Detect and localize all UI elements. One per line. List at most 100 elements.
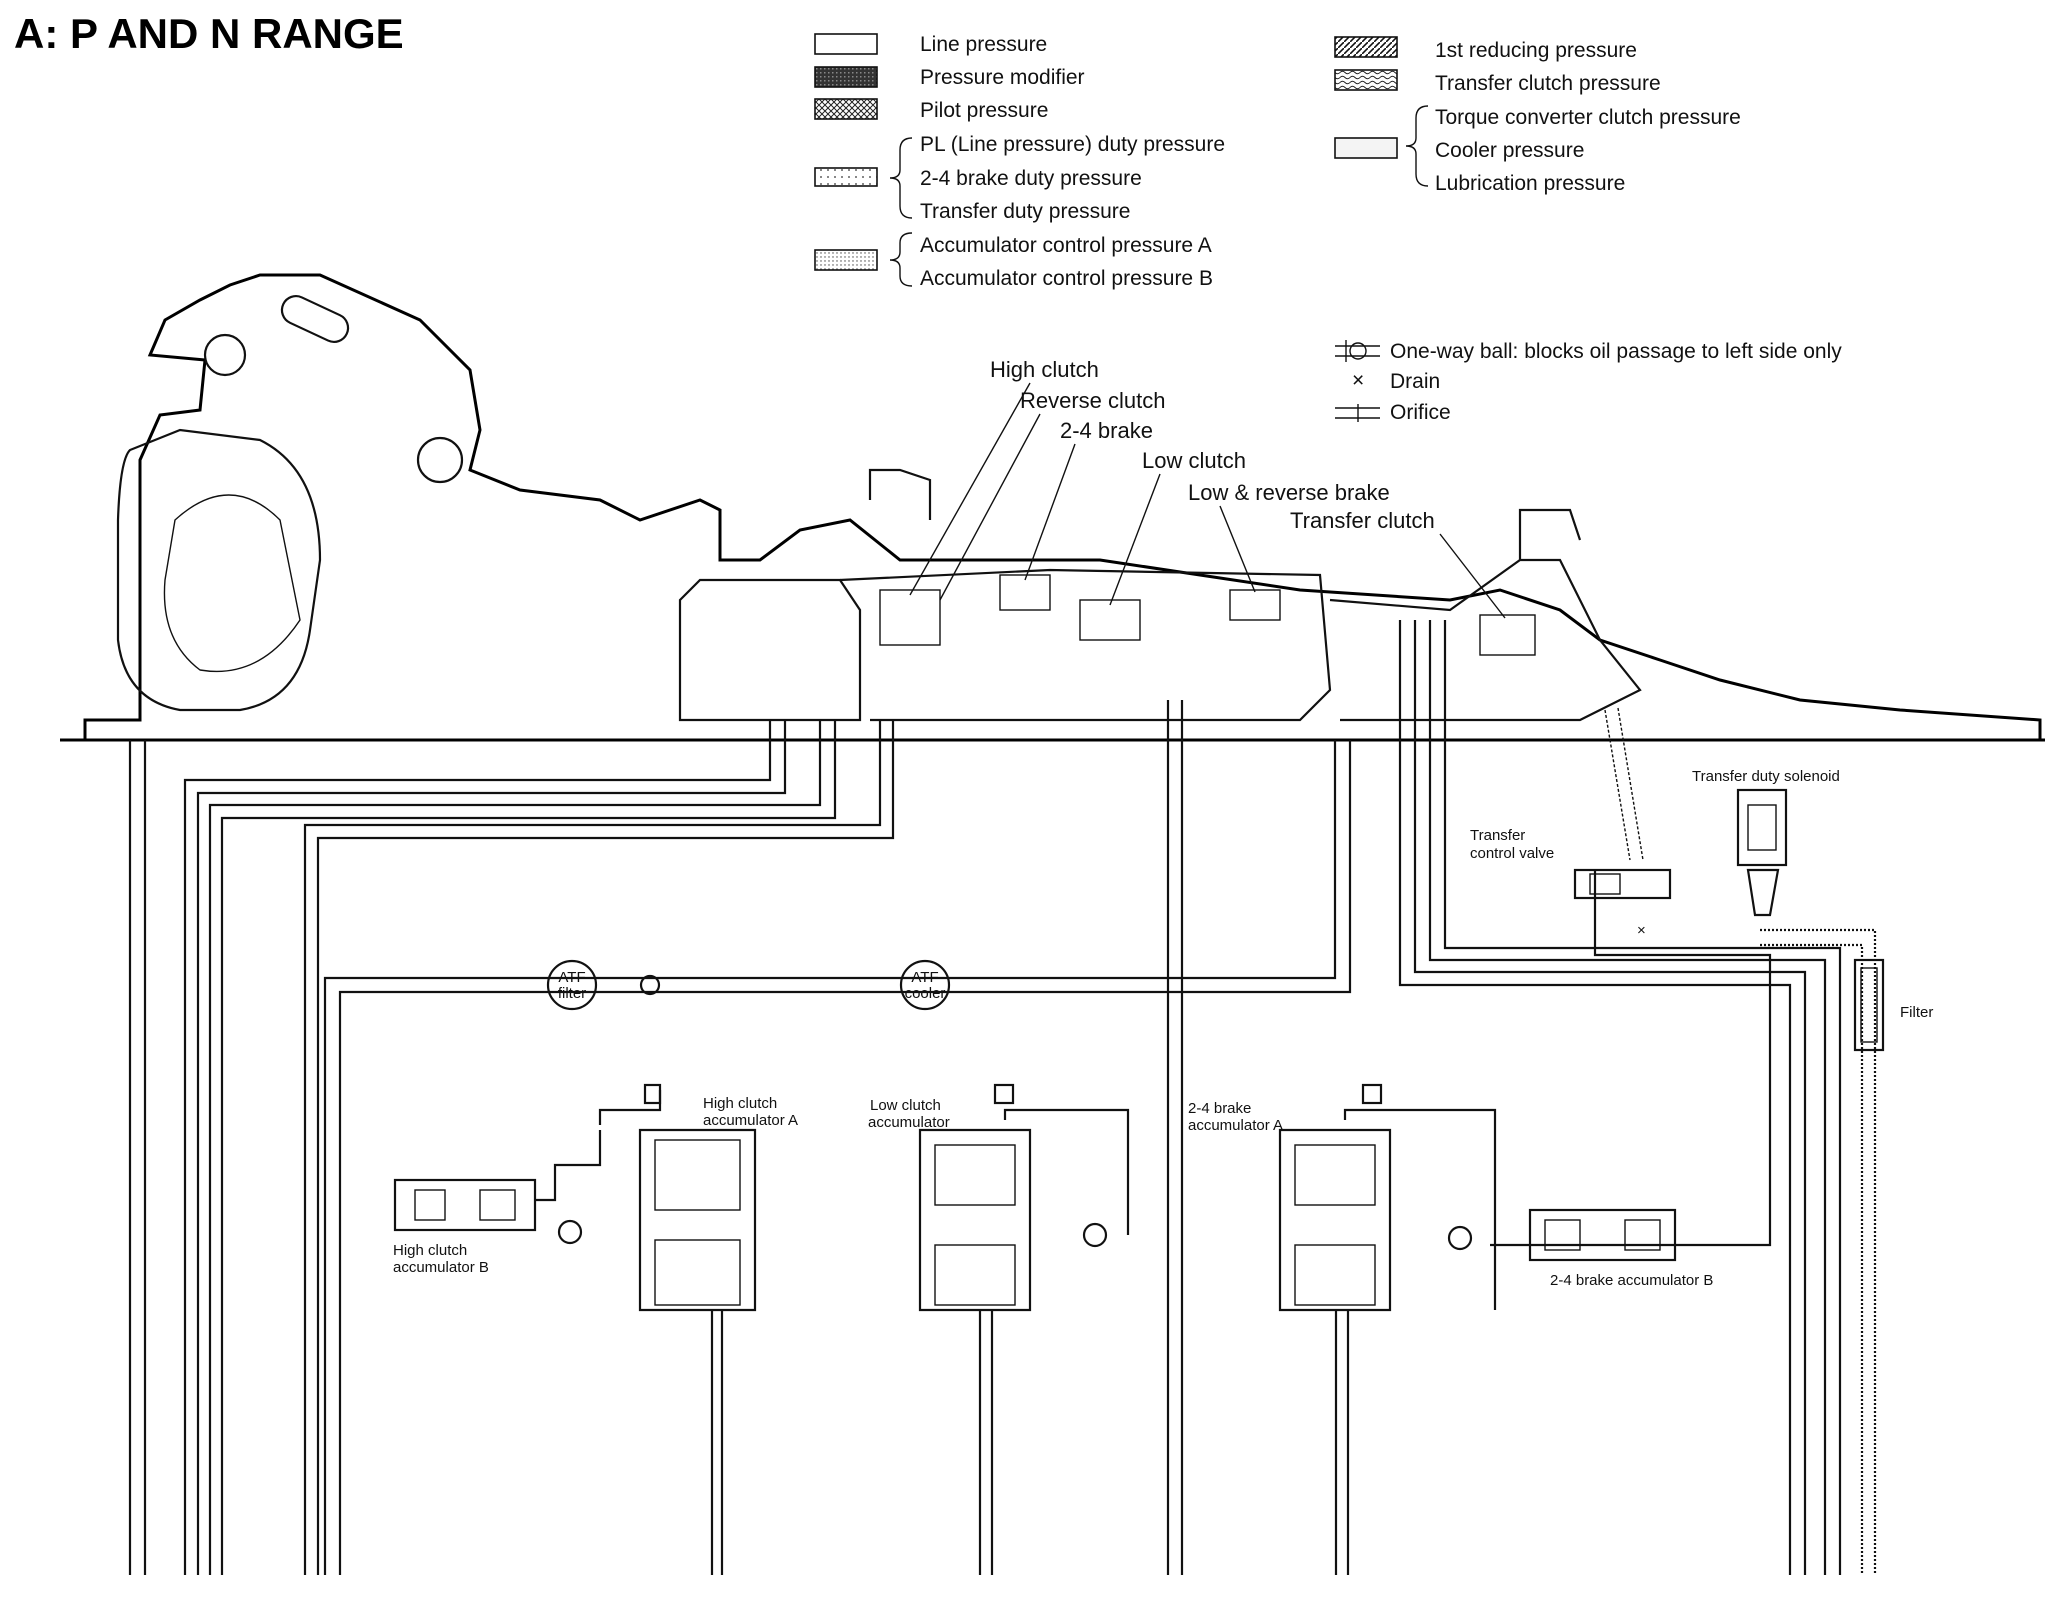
passage-right-3: [1490, 870, 1772, 1247]
swatch-1st-reducing: [1334, 36, 1398, 58]
clutch-packs: [879, 574, 1536, 656]
legend-cooler: Cooler pressure: [1435, 139, 1584, 162]
passage-left-2: [183, 720, 787, 1575]
one-way-ball-icon: [639, 974, 661, 996]
label-brake-acc-a-2: accumulator A: [1188, 1117, 1283, 1134]
label-low-acc-1: Low clutch: [870, 1097, 941, 1114]
legend-pilot: Pilot pressure: [920, 99, 1048, 122]
label-atf-filter-2: filter: [558, 985, 586, 1002]
label-high-acc-b-2: accumulator B: [393, 1259, 489, 1276]
low-clutch-plates: [1079, 599, 1141, 641]
passage-outer-left: [128, 740, 147, 1575]
torque-converter-housing: [83, 273, 2042, 740]
label-filter: Filter: [1900, 1004, 1933, 1021]
passage-right-2: [1428, 620, 1842, 1575]
drain-icon: ×: [1352, 369, 1364, 392]
atf-filter: ATF filter: [546, 959, 598, 1011]
one-way-ball-icon: [1335, 340, 1380, 362]
legend-right: 1st reducing pressure Transfer clutch pr…: [1334, 36, 1741, 195]
label-transfer-duty-solenoid: Transfer duty solenoid: [1692, 768, 1840, 785]
legend-modifier: Pressure modifier: [920, 66, 1085, 89]
orifice-icon: [1335, 404, 1380, 422]
swatch-line: [814, 33, 878, 55]
label-reverse-clutch: Reverse clutch: [1020, 388, 1166, 413]
legend-acc-b: Accumulator control pressure B: [920, 267, 1213, 290]
swatch-modifier: [814, 66, 878, 88]
swatch-transfer-clutch: [1334, 69, 1398, 91]
passage-cooler-loop: [323, 740, 1352, 1575]
transfer-clutch-plates: [1479, 614, 1536, 656]
component-labels: High clutch Reverse clutch 2-4 brake Low…: [909, 357, 1506, 619]
label-low-reverse-brake: Low & reverse brake: [1188, 480, 1390, 505]
legend-24-brake-duty: 2-4 brake duty pressure: [920, 167, 1142, 190]
passage-left-4: [303, 720, 895, 1575]
legend-line: Line pressure: [920, 33, 1047, 56]
legend-pl-duty: PL (Line pressure) duty pressure: [920, 133, 1225, 156]
label-high-acc-a-1: High clutch: [703, 1095, 777, 1112]
2-4-brake-accumulator-b: [1528, 1208, 1677, 1262]
oil-passages: [128, 620, 1877, 1575]
page-title: A: P AND N RANGE: [14, 10, 404, 57]
rear-extension: [1329, 558, 1642, 722]
valve-body-top: [868, 468, 932, 520]
converter-impeller: [163, 494, 301, 673]
high-clutch-plates: [879, 589, 941, 646]
legend-transfer-duty: Transfer duty pressure: [920, 200, 1130, 223]
low-clutch-accumulator: [918, 1083, 1130, 1575]
passage-filter: [1760, 928, 1877, 1575]
housing-bolt-1: [203, 333, 247, 377]
clutch-pack-outline: [839, 568, 1332, 722]
label-transfer-control-1: Transfer: [1470, 827, 1525, 844]
passage-center-1: [1166, 700, 1184, 1575]
symbol-drain: Drain: [1390, 370, 1440, 393]
high-clutch-accumulator-b: [393, 1130, 602, 1245]
passage-left-3: [208, 720, 837, 1575]
swatch-accumulator: [814, 249, 878, 271]
legend-brace-lube: [1405, 105, 1429, 187]
passage-transfer-duty: [1604, 707, 1644, 861]
label-brake-acc-b: 2-4 brake accumulator B: [1550, 1272, 1713, 1289]
label-high-clutch: High clutch: [990, 357, 1099, 382]
legend-brace-duty: [889, 137, 913, 219]
filter-element: [1853, 958, 1885, 1052]
legend-left: Line pressure Pressure modifier Pilot pr…: [814, 33, 1225, 290]
drain-icon: ×: [1637, 922, 1646, 939]
label-atf-filter-1: ATF: [558, 969, 585, 986]
housing-slot: [280, 295, 350, 343]
low-reverse-plates: [1229, 589, 1281, 621]
symbol-key: One-way ball: blocks oil passage to left…: [1335, 340, 1842, 424]
legend-transfer-clutch: Transfer clutch pressure: [1435, 72, 1661, 95]
transfer-control-valve: [1573, 868, 1672, 900]
legend-tc-clutch: Torque converter clutch pressure: [1435, 106, 1741, 129]
symbol-orifice: Orifice: [1390, 401, 1451, 424]
2-4-brake-plates: [999, 574, 1051, 611]
label-high-acc-a-2: accumulator A: [703, 1112, 798, 1129]
label-low-clutch: Low clutch: [1142, 448, 1246, 473]
high-clutch-accumulator-a: [598, 1083, 757, 1575]
converter-bell: [116, 428, 322, 712]
atf-cooler: ATF cooler: [899, 959, 951, 1011]
passage-right-1: [1398, 620, 1807, 1575]
legend-acc-a: Accumulator control pressure A: [920, 234, 1212, 257]
symbol-one-way-ball: One-way ball: blocks oil passage to left…: [1390, 340, 1842, 363]
label-high-acc-b-1: High clutch: [393, 1242, 467, 1259]
legend-1st-reducing: 1st reducing pressure: [1435, 39, 1637, 62]
transmission-housing: [60, 273, 2045, 742]
label-2-4-brake: 2-4 brake: [1060, 418, 1153, 443]
one-way-ball-icon: [1082, 1222, 1108, 1248]
label-atf-cooler-2: cooler: [905, 985, 946, 1002]
one-way-ball-icon: [557, 1219, 583, 1245]
2-4-brake-accumulator-a: [1278, 1083, 1497, 1575]
label-brake-acc-a-1: 2-4 brake: [1188, 1100, 1251, 1117]
transfer-duty-solenoid: [1736, 788, 1788, 917]
legend-brace-accumulator: [889, 232, 913, 287]
swatch-duty: [814, 167, 878, 187]
gear-case: [678, 578, 862, 722]
label-atf-cooler-1: ATF: [911, 969, 938, 986]
rear-valve-top: [1518, 508, 1582, 560]
legend-lube: Lubrication pressure: [1435, 172, 1625, 195]
label-transfer-control-2: control valve: [1470, 845, 1554, 862]
label-transfer-clutch: Transfer clutch: [1290, 508, 1435, 533]
label-low-acc-2: accumulator: [868, 1114, 950, 1131]
